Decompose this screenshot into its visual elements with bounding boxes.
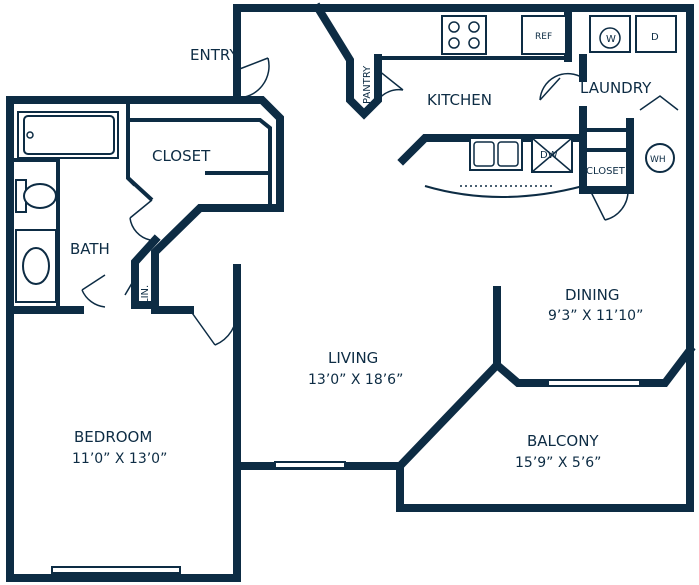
label-balcony: BALCONY — [527, 432, 599, 450]
wall-linen — [131, 268, 159, 309]
window-living — [274, 461, 346, 469]
burner-4 — [468, 37, 480, 49]
wall-bedroom — [6, 264, 241, 582]
fixtures — [15, 15, 677, 303]
label-living: LIVING — [328, 349, 378, 367]
label-living-dims: 13’0” X 18’6” — [308, 372, 403, 388]
kitchen-sink — [469, 137, 523, 171]
dw-diag-2 — [531, 137, 573, 173]
label-bedroom: BEDROOM — [74, 428, 152, 446]
label-balcony-dims: 15’9” X 5’6” — [515, 455, 601, 471]
label-closet: CLOSET — [152, 147, 211, 165]
wall-dining-diag — [394, 286, 501, 472]
wall-bath-divider — [10, 158, 60, 310]
door-laundry — [539, 72, 584, 101]
wall-closet-inner-right — [128, 118, 272, 173]
label-wh: WH — [650, 155, 666, 165]
label-d: D — [651, 32, 659, 43]
burner-2 — [468, 21, 480, 33]
wall-bath-top — [6, 96, 284, 314]
label-dining: DINING — [565, 286, 619, 304]
sink-bowl-right — [497, 141, 519, 167]
label-laundry: LAUNDRY — [580, 79, 652, 97]
wh-enclosure — [639, 95, 679, 111]
label-kitchen-closet: CLOSET — [586, 166, 626, 177]
label-bedroom-dims: 11’0” X 13’0” — [72, 451, 167, 467]
wall-dining-balcony — [491, 344, 696, 387]
label-bath: BATH — [70, 240, 110, 258]
door-closet-bath — [129, 199, 153, 241]
washer-drum — [599, 27, 621, 49]
window-diag — [439, 381, 481, 423]
label-ref: REF — [535, 32, 552, 42]
door-entry — [236, 57, 270, 99]
wall-kitchen-closet — [579, 118, 634, 194]
bath-sink — [22, 247, 50, 285]
wall-kitchen-counter — [397, 134, 587, 166]
dryer — [635, 15, 677, 53]
wall-top — [314, 4, 694, 512]
wall-bedroom-top-right — [151, 299, 194, 314]
label-pantry: PANTRY — [362, 65, 373, 104]
door-pantry — [377, 69, 404, 101]
labels: ENTRY KITCHEN LAUNDRY CLOSET BATH DINING… — [70, 32, 666, 471]
wall-balcony — [396, 462, 694, 512]
walls — [6, 2, 696, 582]
water-heater — [645, 143, 675, 173]
bathtub-inner — [23, 115, 115, 155]
label-kitchen: KITCHEN — [427, 91, 492, 109]
window-bedroom — [51, 566, 181, 574]
toilet-bowl — [23, 183, 57, 209]
door-bath — [81, 274, 106, 308]
wall-pantry-left — [312, 2, 382, 120]
doors — [81, 57, 629, 346]
wall-closet-shelf — [205, 171, 272, 208]
range — [441, 15, 487, 55]
wall-entry-left — [233, 4, 322, 102]
refrigerator — [521, 15, 567, 55]
label-linen: LIN. — [140, 285, 151, 304]
label-dining-dims: 9’3” X 11’10” — [548, 308, 643, 324]
burner-3 — [448, 37, 460, 49]
burner-1 — [448, 21, 460, 33]
windows — [51, 379, 641, 574]
door-bedroom — [189, 309, 238, 346]
wall-closet-left — [126, 176, 154, 202]
bathtub-drain — [26, 131, 34, 139]
door-linen — [124, 277, 136, 296]
wall-closet-inner — [126, 100, 137, 187]
label-dw: DW — [540, 150, 558, 161]
washer — [589, 15, 631, 53]
label-entry: ENTRY — [190, 46, 239, 64]
window-dining — [547, 379, 641, 387]
sink-bowl-left — [473, 141, 495, 167]
door-kitchen-closet — [589, 189, 629, 221]
breakfast-bar — [424, 185, 584, 198]
label-w: W — [606, 34, 616, 45]
